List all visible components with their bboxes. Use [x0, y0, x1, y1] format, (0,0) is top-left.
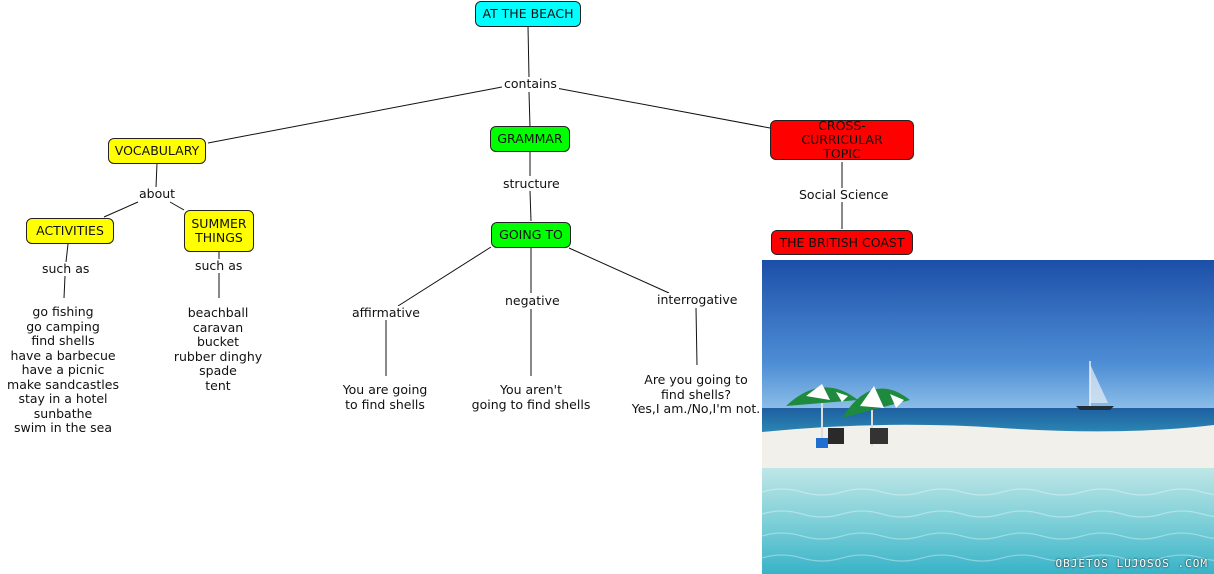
list-item: tent	[205, 377, 231, 393]
list-item: go fishing	[32, 304, 94, 319]
link-label-structure: structure	[501, 176, 562, 191]
interrogative-example: Are you going to find shells? Yes,I am./…	[628, 372, 764, 417]
negative-example: You aren't going to find shells	[466, 382, 596, 412]
list-item: beachball	[187, 305, 249, 320]
example-line: to find shells	[345, 396, 425, 412]
list-item: bucket	[196, 334, 240, 349]
going-to-label: GOING TO	[499, 227, 563, 242]
list-item: sunbathe	[33, 405, 93, 421]
british-coast-node[interactable]: THE BRITISH COAST	[771, 230, 913, 255]
cross-curricular-label: CROSS-CURRICULAR TOPIC	[801, 118, 883, 161]
link-label-about: about	[137, 186, 178, 201]
example-line: find shells?	[661, 386, 731, 402]
going-to-node[interactable]: GOING TO	[491, 222, 571, 248]
example-line: Are you going to	[644, 372, 748, 387]
activities-label: ACTIVITIES	[36, 223, 104, 238]
link-label-interrogative: interrogative	[655, 292, 740, 307]
list-item: have a barbecue	[10, 347, 116, 363]
list-item: caravan	[192, 319, 244, 335]
list-item: have a picnic	[21, 362, 105, 377]
link-label-negative: negative	[503, 293, 562, 308]
link-label-such-as-summer: such as	[193, 258, 245, 273]
list-item: spade	[199, 363, 237, 378]
link-label-affirmative: affirmative	[350, 305, 422, 320]
root-node[interactable]: AT THE BEACH	[475, 1, 581, 27]
beach-scene-image	[762, 260, 1214, 574]
activities-node[interactable]: ACTIVITIES	[26, 218, 114, 244]
vocabulary-node[interactable]: VOCABULARY	[108, 138, 206, 164]
link-label-social-science: Social Science	[797, 187, 891, 202]
grammar-node[interactable]: GRAMMAR	[490, 126, 570, 152]
list-item: find shells	[31, 333, 95, 348]
example-line: You aren't	[500, 382, 562, 397]
example-line: going to find shells	[471, 396, 591, 412]
summer-things-label: SUMMER THINGS	[191, 216, 247, 245]
list-item: rubber dinghy	[173, 348, 263, 364]
list-item: make sandcastles	[7, 376, 119, 392]
list-item: stay in a hotel	[18, 391, 108, 406]
vocabulary-label: VOCABULARY	[114, 143, 200, 158]
grammar-label: GRAMMAR	[497, 131, 563, 146]
link-label-such-as-activities: such as	[40, 261, 92, 276]
activities-list: go fishing go camping find shells have a…	[0, 304, 126, 436]
british-coast-label: THE BRITISH COAST	[779, 234, 905, 250]
root-label: AT THE BEACH	[482, 6, 574, 21]
affirmative-example: You are going to find shells	[326, 382, 444, 412]
beach-photo: OBJETOS LUJOSOS .COM	[762, 260, 1214, 574]
cross-curricular-node[interactable]: CROSS-CURRICULAR TOPIC	[770, 118, 914, 161]
list-item: go camping	[26, 318, 100, 334]
link-label-contains: contains	[502, 76, 559, 91]
list-item: swim in the sea	[13, 420, 113, 435]
example-line: Yes,I am./No,I'm not.	[631, 401, 761, 416]
example-line: You are going	[342, 382, 428, 397]
summer-things-node[interactable]: SUMMER THINGS	[184, 210, 254, 252]
photo-watermark: OBJETOS LUJOSOS .COM	[1055, 557, 1208, 570]
summer-things-list: beachball caravan bucket rubber dinghy s…	[168, 305, 268, 393]
